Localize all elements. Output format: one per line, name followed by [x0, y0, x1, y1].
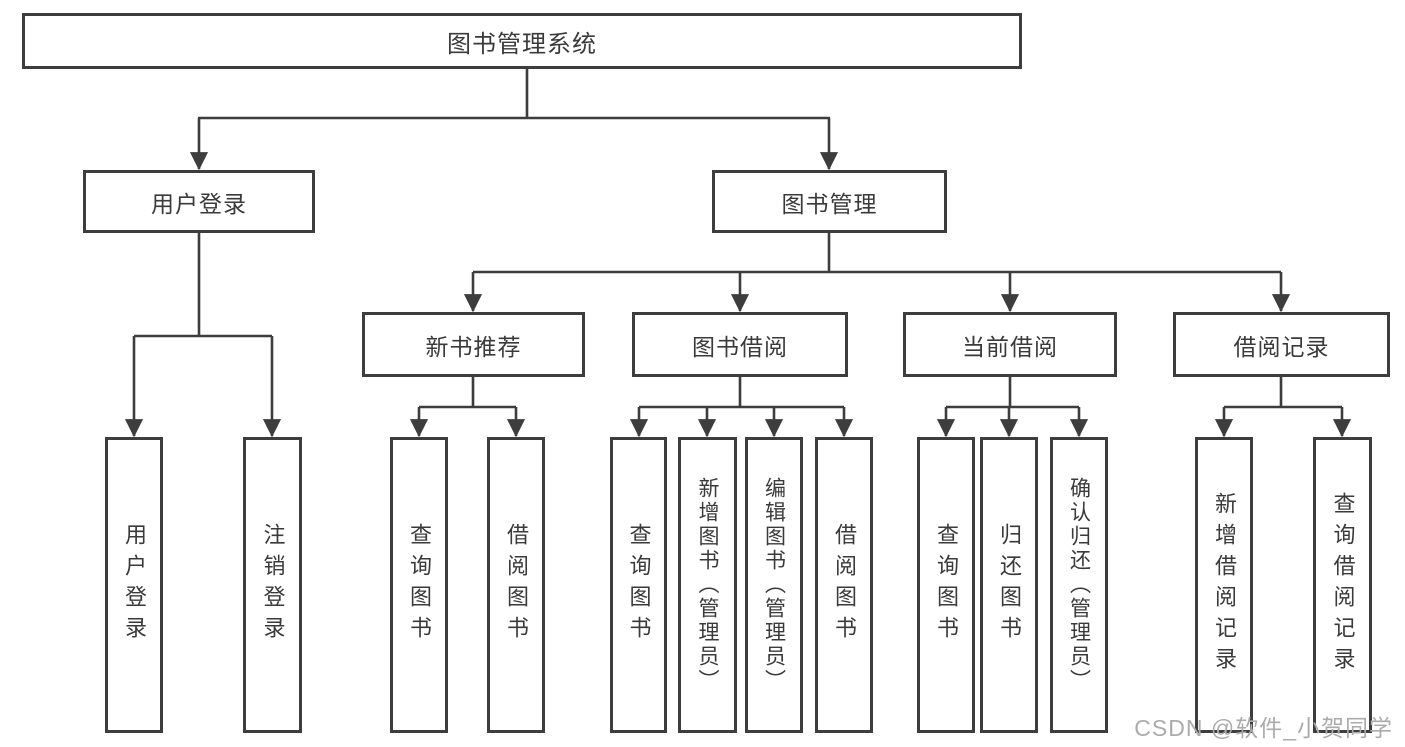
leaf-records-query-record-label: 查询借阅记录	[1330, 492, 1356, 678]
leaf-current-confirm-return-admin: 确认归还（管理员）	[1050, 437, 1108, 733]
leaf-logout: 注销登录	[243, 437, 302, 733]
leaf-current-confirm-return-admin-label: 确认归还（管理员）	[1067, 477, 1091, 693]
leaf-current-query-books: 查询图书	[917, 437, 975, 733]
leaf-records-add-record: 新增借阅记录	[1195, 437, 1253, 733]
leaf-borrow-borrow-books: 借阅图书	[815, 437, 873, 733]
leaf-borrow-add-books-admin: 新增图书（管理员）	[678, 437, 737, 733]
leaf-newbook-query-books-label: 查询图书	[407, 523, 432, 647]
node-current-borrow-label: 当前借阅	[962, 333, 1058, 360]
leaf-newbook-borrow-books-label: 借阅图书	[504, 523, 529, 647]
leaf-borrow-edit-books-admin-label: 编辑图书（管理员）	[762, 477, 786, 693]
leaf-records-query-record: 查询借阅记录	[1313, 437, 1372, 733]
node-root: 图书管理系统	[22, 13, 1022, 69]
node-borrow-records-label: 借阅记录	[1233, 333, 1330, 360]
connector-arrows	[124, 118, 1352, 438]
leaf-logout-label: 注销登录	[260, 523, 286, 647]
node-user-login-group: 用户登录	[83, 170, 315, 233]
leaf-newbook-borrow-books: 借阅图书	[487, 437, 545, 733]
leaf-borrow-edit-books-admin: 编辑图书（管理员）	[745, 437, 803, 733]
node-new-book-recommend: 新书推荐	[362, 312, 585, 377]
node-book-borrow-label: 图书借阅	[692, 333, 788, 360]
leaf-newbook-query-books: 查询图书	[390, 437, 448, 733]
node-new-book-recommend-label: 新书推荐	[425, 333, 522, 360]
node-root-label: 图书管理系统	[447, 30, 597, 58]
node-borrow-records: 借阅记录	[1173, 312, 1390, 377]
leaf-borrow-add-books-admin-label: 新增图书（管理员）	[696, 477, 719, 693]
leaf-user-login: 用户登录	[105, 437, 163, 733]
leaf-current-query-books-label: 查询图书	[934, 523, 959, 647]
node-current-borrow: 当前借阅	[903, 312, 1117, 377]
leaf-records-add-record-label: 新增借阅记录	[1212, 492, 1237, 678]
leaf-borrow-borrow-books-label: 借阅图书	[832, 523, 857, 647]
leaf-borrow-query-books: 查询图书	[610, 437, 667, 733]
node-book-management-label: 图书管理	[781, 190, 878, 217]
node-user-login-group-label: 用户登录	[151, 190, 247, 217]
node-book-management: 图书管理	[712, 170, 947, 233]
csdn-watermark: CSDN @软件_小贺同学	[1134, 715, 1393, 741]
leaf-current-return-books: 归还图书	[980, 437, 1038, 733]
leaf-borrow-query-books-label: 查询图书	[626, 523, 652, 647]
leaf-current-return-books-label: 归还图书	[997, 523, 1022, 647]
leaf-user-login-label: 用户登录	[122, 523, 147, 647]
node-book-borrow: 图书借阅	[632, 312, 848, 377]
